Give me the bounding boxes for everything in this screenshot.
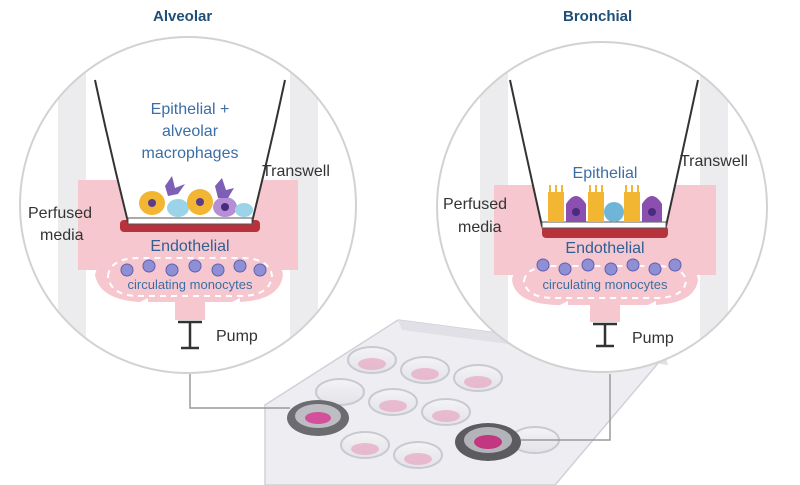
alveolar-title: Alveolar [153, 8, 213, 25]
bronchial-endothelial-label: Endothelial [565, 240, 644, 257]
alveolar-media-label-1: Perfused [28, 205, 92, 222]
flow-loop [106, 257, 274, 297]
bronchial-connector [521, 374, 611, 441]
bronchial-transwell-label: Transwell [680, 153, 748, 170]
flow-arrows [560, 301, 656, 309]
bronchial-insert [455, 423, 521, 461]
bronchial-pump-label: Pump [632, 330, 674, 347]
alveolar-pump-label: Pump [216, 328, 258, 345]
pump-icon [593, 322, 617, 348]
alveolar-inner-label-1: Epithelial + [151, 101, 230, 118]
alveolar-inner-label-3: macrophages [142, 145, 239, 162]
bronchial-monocytes-label: circulating monocytes [543, 277, 668, 292]
alveolar-monocytes-label: circulating monocytes [128, 277, 253, 292]
bronchial-title: Bronchial [563, 8, 633, 25]
circulating-monocytes [536, 258, 682, 276]
bronchial-magnifier [436, 41, 768, 373]
flow-arrows [140, 298, 240, 306]
bronchial-inner-label: Epithelial [573, 165, 638, 182]
bronchial-media-label-2: media [458, 219, 502, 236]
alveolar-transwell-label: Transwell [262, 163, 330, 180]
alveolar-magnifier [19, 36, 357, 374]
alveolar-insert [287, 400, 349, 436]
alveolar-endothelial-label: Endothelial [150, 238, 229, 255]
alveolar-inner-label-2: alveolar [162, 123, 219, 140]
pump-icon [178, 320, 202, 350]
macrophages [165, 176, 234, 198]
bronchial-media-label-1: Perfused [443, 196, 507, 213]
transwell-membrane [541, 221, 667, 229]
alveolar-media-label-2: media [40, 227, 84, 244]
epithelial-cells [548, 185, 662, 222]
epithelial-cells [139, 189, 253, 217]
circulating-monocytes [120, 259, 267, 277]
endothelial-layer [542, 226, 668, 238]
alveolar-connector [189, 374, 290, 409]
transwell-membrane [127, 217, 253, 225]
